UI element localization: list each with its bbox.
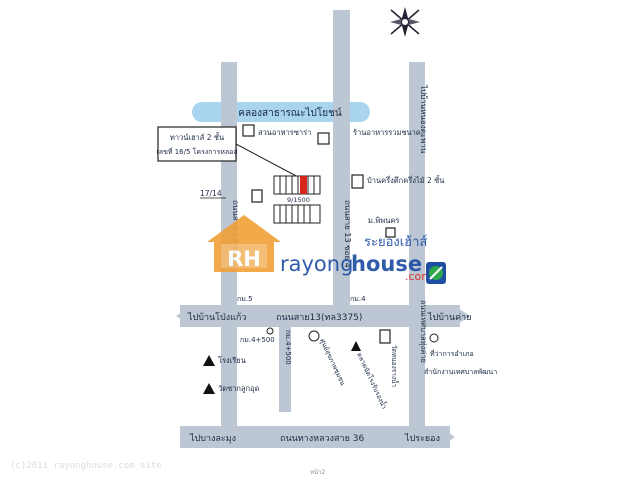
- logo-initials: RH: [227, 247, 261, 271]
- brand-prefix: rayong: [280, 252, 353, 276]
- footer-copyright: (c)2011 rayonghouse.com site: [10, 461, 162, 471]
- market-label: ตลาดนัดโรงรับรองน้ำ: [355, 351, 389, 411]
- soi4-label: ถนนสาย 13 ซอย 4: [343, 200, 352, 268]
- hospital-marker: [308, 330, 320, 342]
- police-label: สำนักงานเทศบาลพัฒนา: [424, 368, 497, 376]
- km4500-marker: [266, 327, 274, 335]
- temple2-marker: [379, 329, 391, 344]
- bottom-road-label: ถนนทางหลวงสาย 36: [280, 434, 364, 444]
- footer-page: หน้า2: [310, 469, 325, 476]
- road-main: [180, 305, 460, 327]
- callout-line2: เลขที่ 16/5 โครงการหลอส: [156, 147, 238, 156]
- shop-tr-label: ร้านอาหารรวมชนาด: [353, 128, 421, 137]
- brand-thai: ระยองเฮ้าส์: [364, 234, 427, 250]
- arrow-right-bottom-icon: [445, 430, 455, 444]
- bank-label: ที่ว่าการอำเภอ: [430, 349, 474, 358]
- shop-tl-marker: [242, 124, 255, 137]
- townhouse-block: [273, 175, 321, 224]
- shop-tl-label: สวนอาหารซาร่า: [258, 128, 311, 137]
- bottom-right-label: ไประยอง: [404, 433, 440, 444]
- right-road-label: ไปบ้านหนองตะพาน: [419, 84, 428, 154]
- arrow-right-icon: [458, 308, 470, 324]
- market-icon: [351, 341, 361, 351]
- school2-icon: [203, 383, 215, 394]
- arrow-left-icon: [176, 308, 188, 324]
- main-road-label: ถนนสาย13(ทล3375): [276, 313, 362, 323]
- house-1714-label: 17/14: [200, 189, 222, 198]
- road-small-lane: [279, 327, 291, 412]
- temple-label: ม.พิพนคร: [368, 216, 399, 225]
- right-road2-label: ถนนเทศบาลทุ่งค่าย: [419, 300, 428, 363]
- callout-line1: ทาวน์เฮาส์ 2 ชั้น: [170, 132, 224, 142]
- compass-icon: [390, 7, 420, 37]
- callout-pointer: [235, 143, 301, 179]
- lane-label: กม.4+500: [284, 330, 292, 365]
- temple-marker: [385, 227, 396, 238]
- temple2-label: วัดหนองรางน้ำ: [390, 345, 399, 387]
- house-2floor-label: บ้านครึ่งตึกครึ่งไม้ 2 ชั้น: [367, 175, 444, 185]
- hospital-label: ศูนย์สุขภาพชุมชน: [318, 337, 347, 387]
- house-2floor-marker: [351, 174, 364, 189]
- school1-icon: [203, 355, 215, 366]
- km4500-label: กม.4+500: [240, 336, 275, 344]
- main-road-left-label: ไปบ้านโป่งแก้ว: [187, 312, 246, 323]
- road-soi4: [333, 10, 350, 310]
- km5-label: กม.5: [237, 295, 253, 303]
- canal-label: คลองสาธารณะไปโยชน์: [238, 106, 342, 119]
- target-unit-marker: [300, 176, 307, 194]
- road-bottom: [180, 426, 450, 448]
- unit-number-label: 9/1500: [287, 196, 310, 204]
- school2-label: วัดชากลูกอุด: [218, 384, 260, 393]
- brand-com: .com: [405, 270, 432, 283]
- main-road-right-label: ไปบ้านค่าย: [427, 312, 472, 323]
- location-badge-icon: [426, 262, 446, 284]
- rayonghouse-logo: RH rayong house .com ระยองเฮ้าส์: [207, 215, 432, 283]
- road-right: [409, 62, 425, 430]
- bank-marker: [429, 333, 439, 343]
- bottom-left-label: ไปบางละมุง: [189, 433, 236, 444]
- shop-tr-marker: [317, 132, 330, 145]
- school1-label: โรงเรียน: [218, 356, 246, 365]
- brand-suffix: house: [351, 252, 422, 276]
- km4-label: กม.4: [350, 295, 366, 303]
- address-callout: [157, 126, 237, 162]
- house-1714-marker: [251, 189, 263, 203]
